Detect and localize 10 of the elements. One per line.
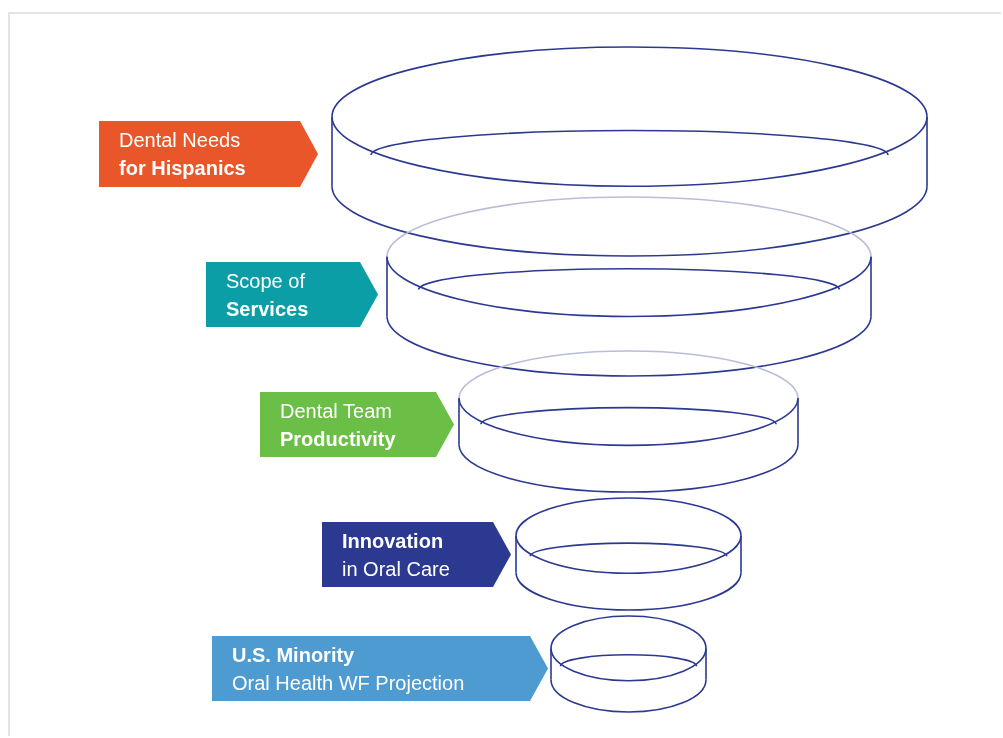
funnel-cylinder bbox=[331, 46, 928, 257]
funnel-cylinder bbox=[550, 615, 707, 713]
label-tag: U.S. Minority Oral Health WF Projection bbox=[212, 636, 548, 701]
label-tag: Innovation in Oral Care bbox=[322, 522, 511, 587]
label-tag: Scope of Services bbox=[206, 262, 378, 327]
funnel-cylinder bbox=[458, 350, 799, 493]
label-tag: Dental Needs for Hispanics bbox=[99, 121, 318, 187]
funnel-cylinder bbox=[515, 497, 742, 611]
funnel-cylinder bbox=[386, 196, 872, 377]
label-tag: Dental Team Productivity bbox=[260, 392, 454, 457]
